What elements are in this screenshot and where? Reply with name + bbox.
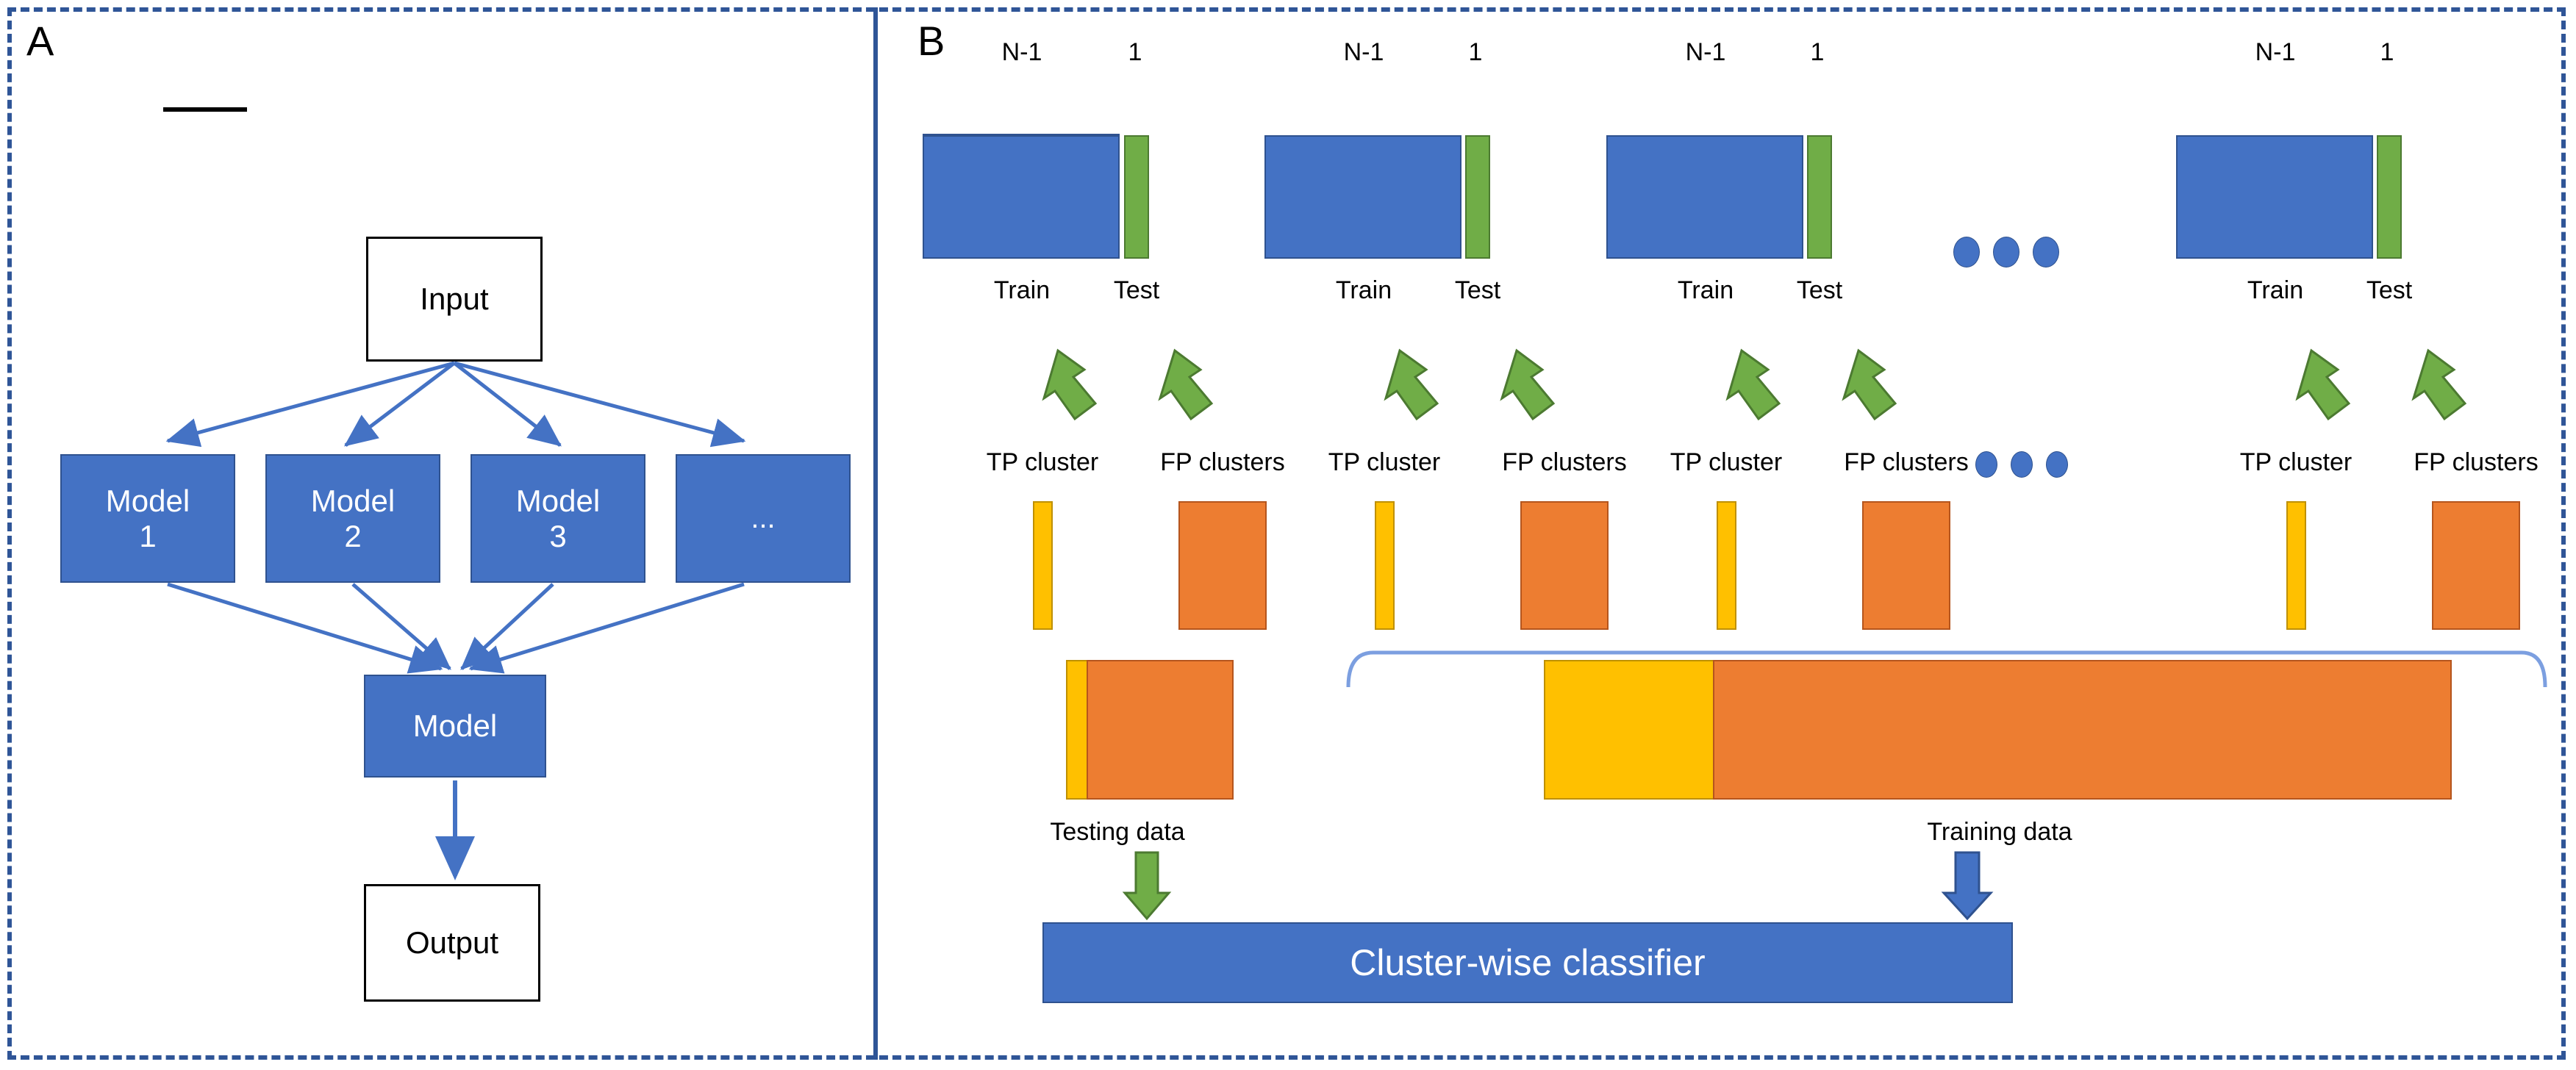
figure-outer-border bbox=[7, 7, 2566, 1060]
training-data-fp-block bbox=[1713, 660, 2452, 800]
fold-row-ellipsis-dots bbox=[1953, 237, 2059, 268]
spacer-a bbox=[163, 107, 247, 112]
fold-3-fp-bar bbox=[1862, 501, 1950, 630]
fold-2-fp-bar bbox=[1520, 501, 1609, 630]
fold-2-train-block bbox=[1264, 135, 1461, 259]
training-data-label: Training data bbox=[1927, 818, 2072, 846]
fold-1-test-block bbox=[1124, 135, 1149, 259]
output-box: Output bbox=[364, 884, 540, 1002]
ellipsis-dot-6 bbox=[2046, 451, 2068, 478]
fold-2-tp-label: TP cluster bbox=[1328, 448, 1441, 476]
fold-1-fp-label: FP clusters bbox=[1160, 448, 1285, 476]
fold-2-test-count: 1 bbox=[1468, 38, 1483, 66]
fold-3-fp-label: FP clusters bbox=[1844, 448, 1969, 476]
fold-4-tp-bar bbox=[2286, 501, 2306, 630]
fold-3-train-block bbox=[1606, 135, 1803, 259]
fold-3-train-count: N-1 bbox=[1685, 38, 1726, 66]
testing-data-label: Testing data bbox=[1050, 818, 1185, 846]
fold-1-train-count: N-1 bbox=[1001, 38, 1042, 66]
ellipsis-dot-3 bbox=[2033, 237, 2059, 268]
panel-a-letter: A bbox=[26, 18, 54, 64]
fold-2-test-block bbox=[1465, 135, 1490, 259]
fold-2-train-label: Train bbox=[1335, 276, 1392, 304]
fold-4-tp-label: TP cluster bbox=[2239, 448, 2353, 476]
fold-3-test-block bbox=[1807, 135, 1832, 259]
ellipsis-dot-5 bbox=[2011, 451, 2033, 478]
fold-4-test-count: 1 bbox=[2380, 38, 2394, 66]
fold-1-test-count: 1 bbox=[1128, 38, 1142, 66]
fold-1-tp-label: TP cluster bbox=[986, 448, 1099, 476]
fold-3-train-label: Train bbox=[1677, 276, 1734, 304]
panel-b-letter: B bbox=[917, 18, 945, 64]
fold-2-test-label: Test bbox=[1454, 276, 1501, 304]
fold-1-test-label: Test bbox=[1113, 276, 1160, 304]
fold-3-tp-label: TP cluster bbox=[1670, 448, 1783, 476]
cluster-wise-classifier-box: Cluster-wise classifier bbox=[1042, 922, 2013, 1003]
ellipsis-dot-2 bbox=[1993, 237, 2019, 268]
training-data-tp-block bbox=[1544, 660, 1714, 800]
model-box-ellipsis: ... bbox=[676, 454, 851, 583]
testing-data-fp-block bbox=[1087, 660, 1234, 800]
ellipsis-dot-1 bbox=[1953, 237, 1980, 268]
fold-4-train-block bbox=[2176, 135, 2373, 259]
fold-4-test-label: Test bbox=[2366, 276, 2413, 304]
merged-model-box: Model bbox=[364, 675, 546, 778]
cluster-row-ellipsis-dots bbox=[1975, 451, 2068, 478]
fold-3-tp-bar bbox=[1717, 501, 1736, 630]
ellipsis-dot-4 bbox=[1975, 451, 1997, 478]
fold-1-train-label: Train bbox=[993, 276, 1051, 304]
fold-2-tp-bar bbox=[1375, 501, 1395, 630]
fold-1-tp-bar bbox=[1033, 501, 1053, 630]
fold-4-test-block bbox=[2377, 135, 2402, 259]
fold-1-fp-bar bbox=[1178, 501, 1267, 630]
fold-3-test-label: Test bbox=[1796, 276, 1843, 304]
fold-4-fp-bar bbox=[2432, 501, 2520, 630]
fold-4-fp-label: FP clusters bbox=[2414, 448, 2539, 476]
fold-1-train-block bbox=[923, 135, 1120, 259]
fold-3-test-count: 1 bbox=[1810, 38, 1825, 66]
fold-4-train-label: Train bbox=[2247, 276, 2304, 304]
fold-4-train-count: N-1 bbox=[2255, 38, 2296, 66]
input-box: Input bbox=[366, 237, 543, 362]
fold-2-fp-label: FP clusters bbox=[1502, 448, 1627, 476]
fold-2-train-count: N-1 bbox=[1343, 38, 1384, 66]
panel-divider bbox=[873, 7, 878, 1060]
model-box-ellipsis-label: ... bbox=[751, 502, 776, 535]
